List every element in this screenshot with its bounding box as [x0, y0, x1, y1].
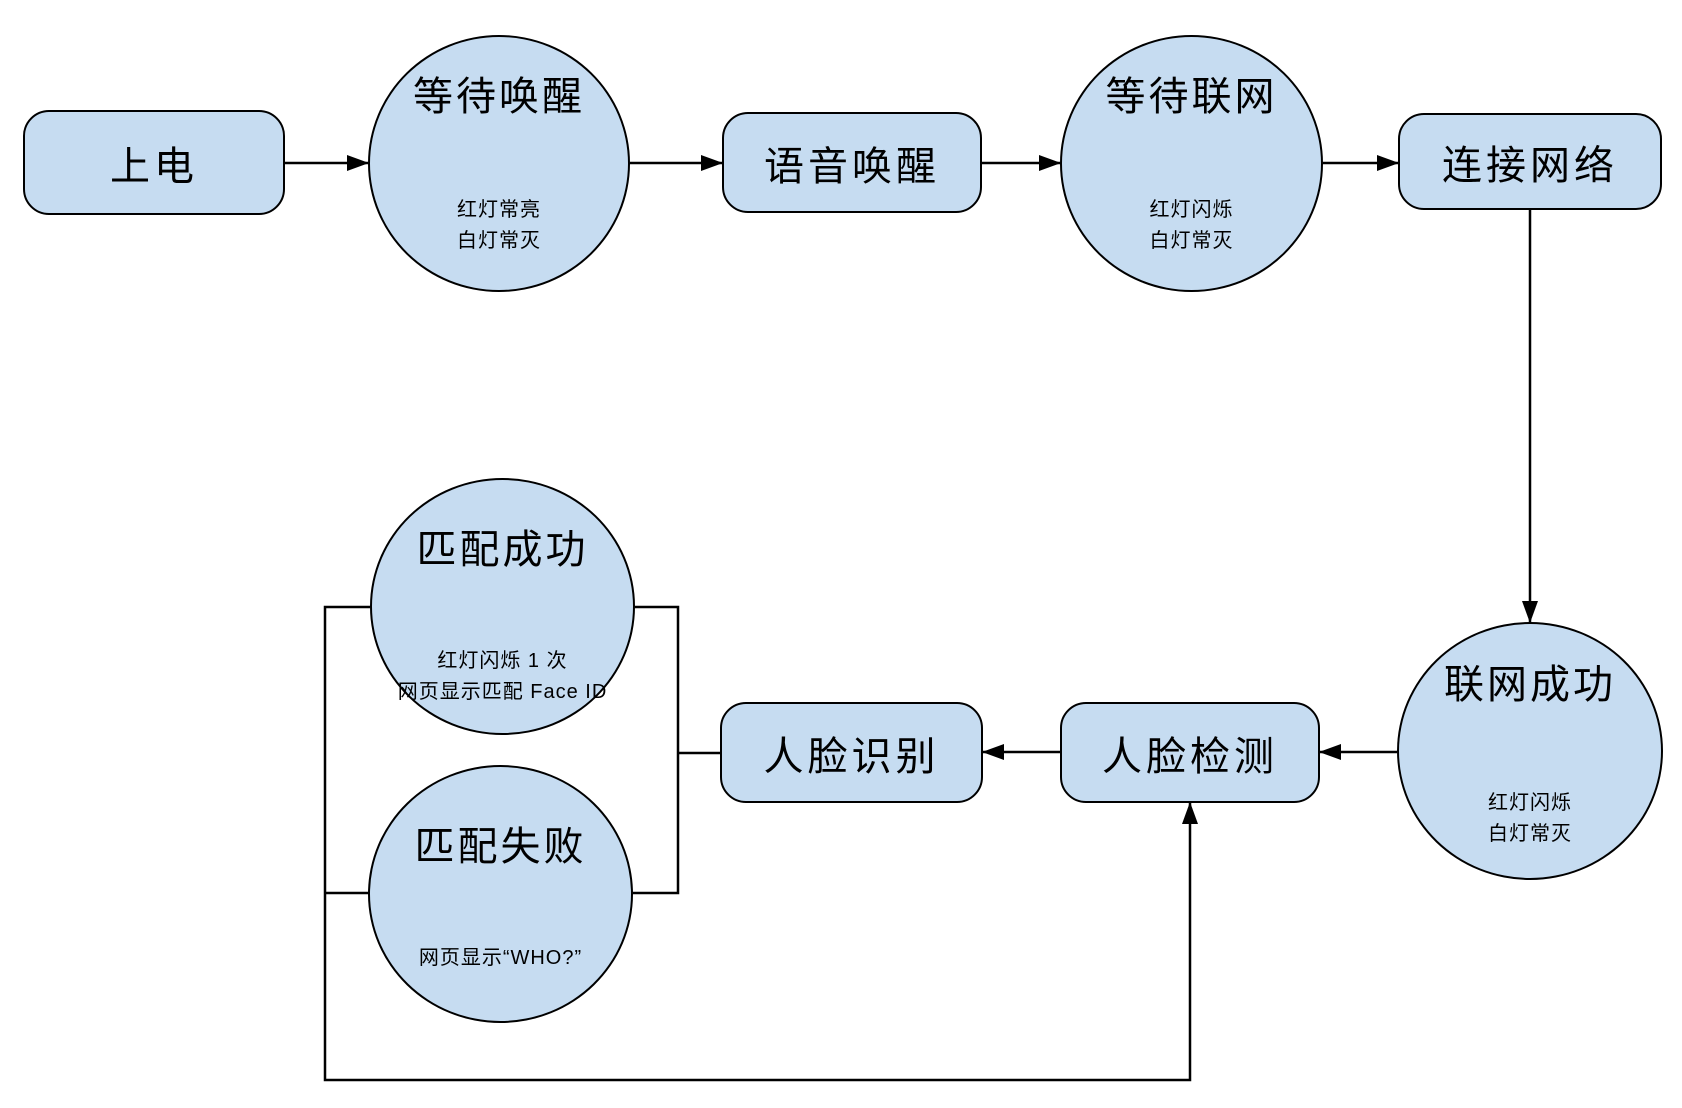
node-voice-wake-label: 语音唤醒	[764, 144, 940, 189]
node-network-success: 联网成功 红灯闪烁 白灯常灭	[1397, 622, 1663, 880]
node-wait-wake-title: 等待唤醒	[413, 75, 585, 119]
node-wait-network-note: 红灯闪烁 白灯常灭	[1042, 195, 1341, 257]
note-line: 红灯常亮	[457, 199, 541, 221]
node-face-detection: 人脸检测	[1060, 702, 1320, 803]
node-wait-network: 等待联网 红灯闪烁 白灯常灭	[1060, 35, 1323, 292]
note-line: 红灯闪烁	[1149, 199, 1234, 221]
note-line: 白灯常灭	[1488, 823, 1572, 845]
node-match-success-title: 匹配成功	[416, 528, 589, 572]
node-match-fail-title: 匹配失败	[414, 825, 587, 869]
node-network-success-note: 红灯闪烁 白灯常灭	[1379, 788, 1681, 850]
node-wait-wake: 等待唤醒 红灯常亮 白灯常灭	[368, 35, 630, 292]
note-line: 红灯闪烁 1 次	[437, 650, 568, 672]
node-match-success-note: 红灯闪烁 1 次 网页显示匹配 Face ID	[352, 646, 653, 708]
node-power-on: 上电	[23, 110, 285, 215]
node-face-recognition: 人脸识别	[720, 702, 983, 803]
note-line: 白灯常灭	[1149, 230, 1234, 252]
node-voice-wake: 语音唤醒	[722, 112, 982, 213]
node-match-success: 匹配成功 红灯闪烁 1 次 网页显示匹配 Face ID	[370, 478, 635, 735]
node-face-detection-label: 人脸检测	[1102, 734, 1278, 779]
note-line: 网页显示“WHO?”	[418, 947, 583, 969]
node-match-fail-note: 网页显示“WHO?”	[350, 943, 651, 974]
node-wait-wake-note: 红灯常亮 白灯常灭	[350, 195, 648, 257]
node-match-fail: 匹配失败 网页显示“WHO?”	[368, 765, 633, 1023]
node-wait-network-title: 等待联网	[1105, 75, 1278, 119]
node-connect-network: 连接网络	[1398, 113, 1662, 210]
note-line: 网页显示匹配 Face ID	[397, 681, 608, 703]
node-network-success-title: 联网成功	[1444, 663, 1616, 707]
note-line: 白灯常灭	[457, 230, 541, 252]
note-line: 红灯闪烁	[1488, 792, 1572, 814]
node-connect-network-label: 连接网络	[1442, 143, 1618, 188]
node-face-recognition-label: 人脸识别	[763, 734, 940, 779]
node-power-on-label: 上电	[110, 144, 198, 189]
